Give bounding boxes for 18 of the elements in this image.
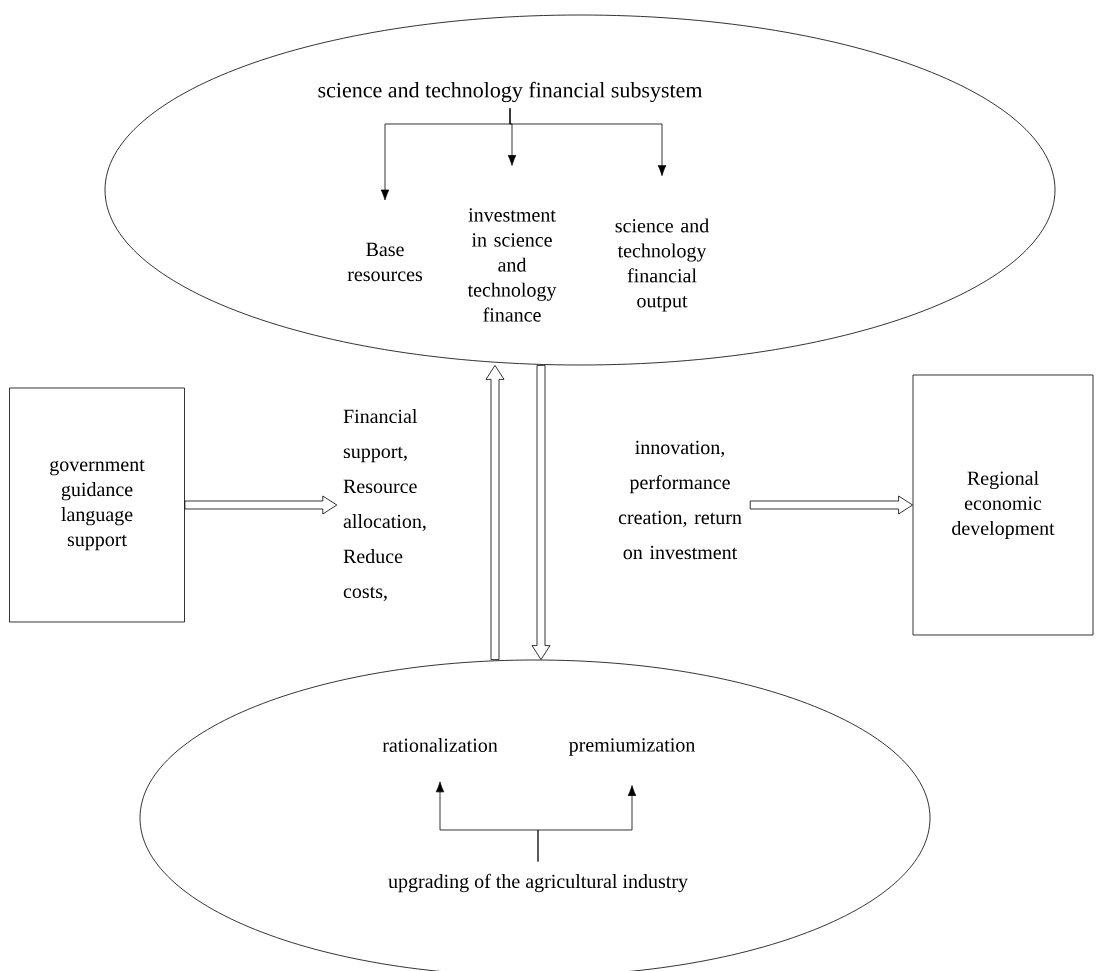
block-arrow [485, 365, 505, 660]
node-label: innovation, performance creation, return on investment [618, 440, 742, 560]
block-arrow [749, 495, 913, 515]
heading-text: science and technology financial subsystem [318, 81, 703, 103]
block-arrow [531, 365, 551, 660]
node-label: Base resources [347, 242, 423, 282]
text-box: Regional economic development [912, 374, 1094, 636]
node-label: investment in science and technology finance [467, 208, 557, 322]
node-label: upgrading of the agricultural industry [388, 873, 688, 893]
node-label: science and technology financial output [615, 218, 709, 312]
arrow [537, 785, 637, 862]
text-box: government guidance language support [9, 387, 185, 623]
node-label: rationalization [382, 737, 498, 753]
block-arrow [184, 495, 338, 515]
node-label: Financial support, Resource allocation, Reduce costs, [343, 409, 426, 601]
node-label: premiumization [569, 738, 696, 756]
arrow [509, 107, 667, 176]
ellipse [104, 14, 1056, 366]
